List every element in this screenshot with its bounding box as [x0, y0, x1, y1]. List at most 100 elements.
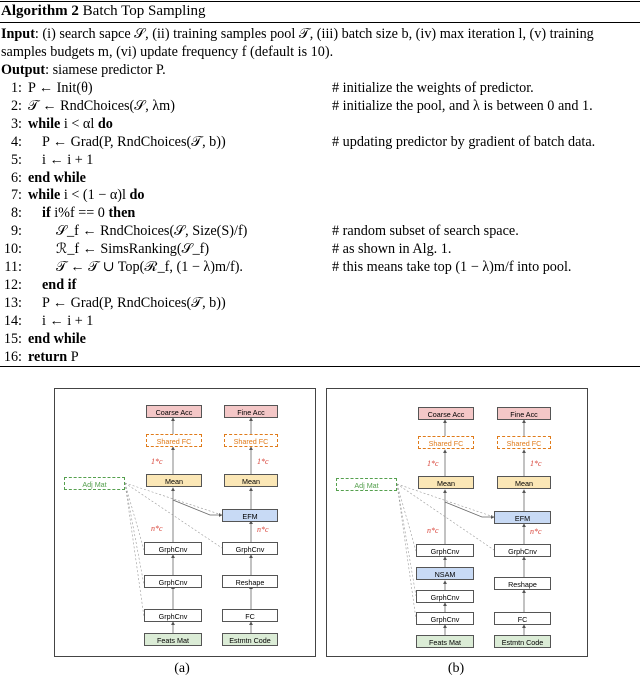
line-number: 1: — [10, 80, 22, 96]
line-number: 14: — [3, 312, 22, 329]
grphcnv-left-3-box: GrphCnv — [144, 609, 202, 622]
estmtn-code-box: Estmtn Code — [222, 633, 278, 646]
line-code: P ← Init(θ) — [28, 80, 93, 96]
feats-mat-box: Feats Mat — [144, 633, 202, 646]
line-code: end while — [28, 169, 86, 186]
algorithm-line: 5:i ← i + 1 — [0, 152, 640, 170]
fine-acc-box: Fine Acc — [224, 405, 278, 418]
algorithm-line: 15:end while — [0, 331, 640, 349]
one-c-right-label: 1*c — [530, 459, 542, 468]
line-comment: # initialize the pool, and λ is between … — [332, 97, 593, 114]
fc-box: FC — [494, 612, 551, 625]
reshape-box: Reshape — [494, 577, 551, 590]
line-number: 11: — [4, 259, 22, 275]
algorithm-line: 7: while i < (1 − α)l do — [0, 187, 640, 205]
grphcnv-left-1-box: GrphCnv — [144, 542, 202, 555]
efm-box: EFM — [494, 511, 551, 524]
nc-left-label: n*c — [151, 524, 163, 533]
algorithm-line: 2: 𝒯 ← RndChoices(𝒮, λm) # initialize the … — [0, 98, 640, 116]
algorithm-title: Algorithm 2 Batch Top Sampling — [1, 3, 206, 20]
algorithm-line: 3:while i < αl do — [0, 116, 640, 134]
line-number: 13: — [3, 294, 22, 311]
algorithm-line: 13: P ← Grad(P, RndChoices(𝒯, b)) — [0, 295, 640, 313]
grphcnv-left-2-box: GrphCnv — [144, 575, 202, 588]
line-code: P ← Grad(P, RndChoices(𝒯, b)) — [42, 133, 226, 150]
algorithm-line: 6: end while — [0, 170, 640, 188]
line-comment: # updating predictor by gradient of batc… — [332, 133, 596, 150]
line-code: P ← Grad(P, RndChoices(𝒯, b)) — [42, 294, 226, 311]
algorithm-line: 8: if i%f == 0 then — [0, 205, 640, 223]
caption-a: (a) — [174, 661, 190, 676]
algorithm-name: Batch Top Sampling — [82, 3, 206, 19]
estmtn-code-box: Estmtn Code — [494, 635, 551, 648]
algorithm-line: 14: i ← i + 1 — [0, 313, 640, 331]
algorithm-line: 12: end if — [0, 277, 640, 295]
line-code: while i < αl do — [28, 115, 113, 132]
adj-mat-box: Adj Mat — [336, 478, 397, 491]
line-code: 𝒯 ← 𝒯 ∪ Top(ℛ_f, (1 − λ)m/f). — [56, 259, 243, 275]
line-comment: # this means take top (1 − λ)m/f into po… — [332, 259, 572, 275]
mean-right-box: Mean — [224, 474, 278, 487]
input-label: Input — [1, 26, 35, 42]
top-rule — [0, 1, 640, 2]
one-c-right-label: 1*c — [257, 457, 269, 466]
line-number: 5: — [10, 151, 22, 168]
line-number: 10: — [3, 241, 22, 258]
algorithm-line: 16: return P — [0, 349, 640, 367]
line-number: 8: — [10, 205, 22, 222]
one-c-left-label: 1*c — [151, 457, 163, 466]
shared-fc-left-box: Shared FC — [146, 434, 202, 447]
one-c-left-label: 1*c — [427, 459, 439, 468]
mean-right-box: Mean — [497, 476, 551, 489]
line-number: 9: — [10, 223, 22, 240]
line-number: 12: — [3, 276, 22, 293]
coarse-acc-box: Coarse Acc — [146, 405, 202, 418]
line-code: 𝒯 ← RndChoices(𝒮, λm) — [28, 97, 175, 114]
algorithm-line: 1: P ← Init(θ) # initialize the weights of… — [0, 80, 640, 98]
line-code: if i%f == 0 then — [42, 205, 136, 222]
line-code: i ← i + 1 — [42, 312, 94, 329]
line-number: 2: — [10, 97, 22, 114]
shared-fc-right-box: Shared FC — [497, 436, 551, 449]
fine-acc-box: Fine Acc — [497, 407, 551, 420]
nc-left-label: n*c — [427, 526, 439, 535]
mean-left-box: Mean — [418, 476, 474, 489]
line-number: 15: — [3, 330, 22, 347]
algorithm-line: 11: 𝒯 ← 𝒯 ∪ Top(ℛ_f, (1 − λ)m/f). # this m… — [0, 259, 640, 277]
input-text: : (i) search sapce 𝒮, (ii) training samp… — [1, 26, 594, 60]
algorithm-line: 4: P ← Grad(P, RndChoices(𝒯, b)) # updatin… — [0, 134, 640, 152]
adj-mat-box: Adj Mat — [64, 477, 125, 490]
line-code: 𝒮_f ← RndChoices(𝒮, Size(S)/f) — [56, 223, 248, 240]
grphcnv-left-2-box: GrphCnv — [416, 590, 474, 603]
grphcnv-left-1-box: GrphCnv — [416, 544, 474, 557]
title-rule — [0, 22, 640, 23]
algorithm-label: Algorithm 2 — [1, 3, 79, 19]
shared-fc-left-box: Shared FC — [418, 436, 474, 449]
efm-box: EFM — [222, 509, 278, 522]
fc-box: FC — [222, 609, 278, 622]
reshape-box: Reshape — [222, 575, 278, 588]
line-comment: # initialize the weights of predictor. — [332, 80, 534, 96]
grphcnv-right-box: GrphCnv — [222, 542, 278, 555]
line-code: while i < (1 − α)l do — [28, 187, 145, 204]
output-spec: Output: siamese predictor P. — [1, 61, 639, 79]
feats-mat-box: Feats Mat — [416, 635, 474, 648]
algorithm-line: 10: ℛ_f ← SimsRanking(𝒮_f) # as shown in A… — [0, 241, 640, 259]
bottom-rule — [0, 366, 640, 367]
algorithm-line: 9:𝒮_f ← RndChoices(𝒮, Size(S)/f)# random… — [0, 223, 640, 241]
line-comment: # as shown in Alg. 1. — [332, 241, 452, 258]
line-code: end if — [42, 276, 77, 293]
line-number: 4: — [10, 133, 22, 150]
output-text: : siamese predictor P. — [45, 62, 166, 78]
coarse-acc-box: Coarse Acc — [418, 407, 474, 420]
line-code: return P — [28, 348, 79, 365]
output-label: Output — [1, 62, 46, 78]
nc-right-label: n*c — [530, 527, 542, 536]
nc-right-label: n*c — [257, 525, 269, 534]
line-number: 16: — [3, 348, 22, 365]
line-number: 7: — [10, 187, 22, 204]
line-code: ℛ_f ← SimsRanking(𝒮_f) — [56, 241, 210, 258]
line-number: 6: — [10, 169, 22, 186]
grphcnv-left-3-box: GrphCnv — [416, 612, 474, 625]
